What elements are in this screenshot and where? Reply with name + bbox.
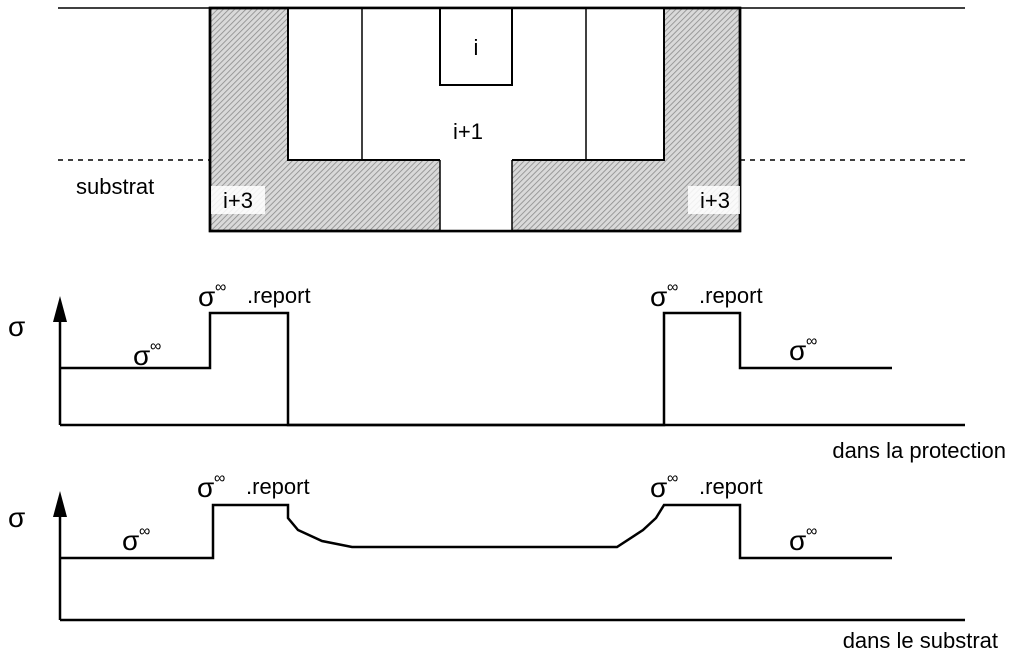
caption-protection: dans la protection: [832, 438, 1006, 463]
layer-i1-stem: [440, 159, 512, 231]
label-layer-i: i: [474, 35, 479, 60]
label-sigma-inf-right: σ ∞: [789, 523, 817, 556]
svg-text:∞: ∞: [667, 279, 678, 296]
label-report-left: σ ∞ .report: [197, 470, 310, 503]
label-sigma-inf-left: σ ∞: [133, 338, 161, 371]
svg-text:∞: ∞: [806, 333, 817, 350]
label-layer-i3-right: i+3: [700, 188, 730, 213]
cross-section: i i+1 i+3 i+3 substrat: [58, 6, 965, 233]
svg-text:σ: σ: [789, 335, 806, 366]
stress-curve: [60, 503, 892, 560]
svg-text:∞: ∞: [150, 338, 161, 355]
svg-text:.report: .report: [246, 474, 310, 499]
label-substrate: substrat: [76, 174, 154, 199]
svg-text:σ: σ: [789, 525, 806, 556]
y-axis-arrow: [53, 296, 67, 322]
svg-text:.report: .report: [699, 474, 763, 499]
y-axis-arrow: [53, 491, 67, 517]
stress-curve: [60, 311, 892, 427]
svg-text:∞: ∞: [667, 470, 678, 487]
svg-text:σ: σ: [650, 281, 667, 312]
svg-text:σ: σ: [122, 525, 139, 556]
profile-protection: σ σ ∞ σ ∞ .report σ ∞ .report σ ∞ dans l…: [8, 279, 1006, 463]
label-report-right: σ ∞ .report: [650, 470, 763, 503]
layer-i3-border: [208, 6, 742, 233]
label-sigma-inf-right: σ ∞: [789, 333, 817, 366]
label-layer-i1: i+1: [453, 119, 483, 144]
svg-text:.report: .report: [247, 283, 311, 308]
svg-text:∞: ∞: [139, 523, 150, 540]
svg-text:.report: .report: [699, 283, 763, 308]
svg-text:σ: σ: [650, 472, 667, 503]
svg-text:σ: σ: [133, 340, 150, 371]
label-sigma-inf-left: σ ∞: [122, 523, 150, 556]
svg-text:∞: ∞: [806, 523, 817, 540]
svg-text:σ: σ: [198, 281, 215, 312]
profile-substrate: σ σ ∞ σ ∞ .report σ ∞ .report σ ∞ dans l…: [8, 470, 998, 653]
layer-i-box: [439, 7, 513, 86]
caption-substrate: dans le substrat: [843, 628, 998, 653]
label-report-right: σ ∞ .report: [650, 279, 763, 312]
label-report-left: σ ∞ .report: [198, 279, 311, 312]
svg-text:σ: σ: [197, 472, 214, 503]
y-axis-symbol: σ: [8, 311, 25, 342]
y-axis-symbol: σ: [8, 502, 25, 533]
label-layer-i3-left: i+3: [223, 188, 253, 213]
svg-text:∞: ∞: [214, 470, 225, 487]
svg-text:∞: ∞: [215, 279, 226, 296]
